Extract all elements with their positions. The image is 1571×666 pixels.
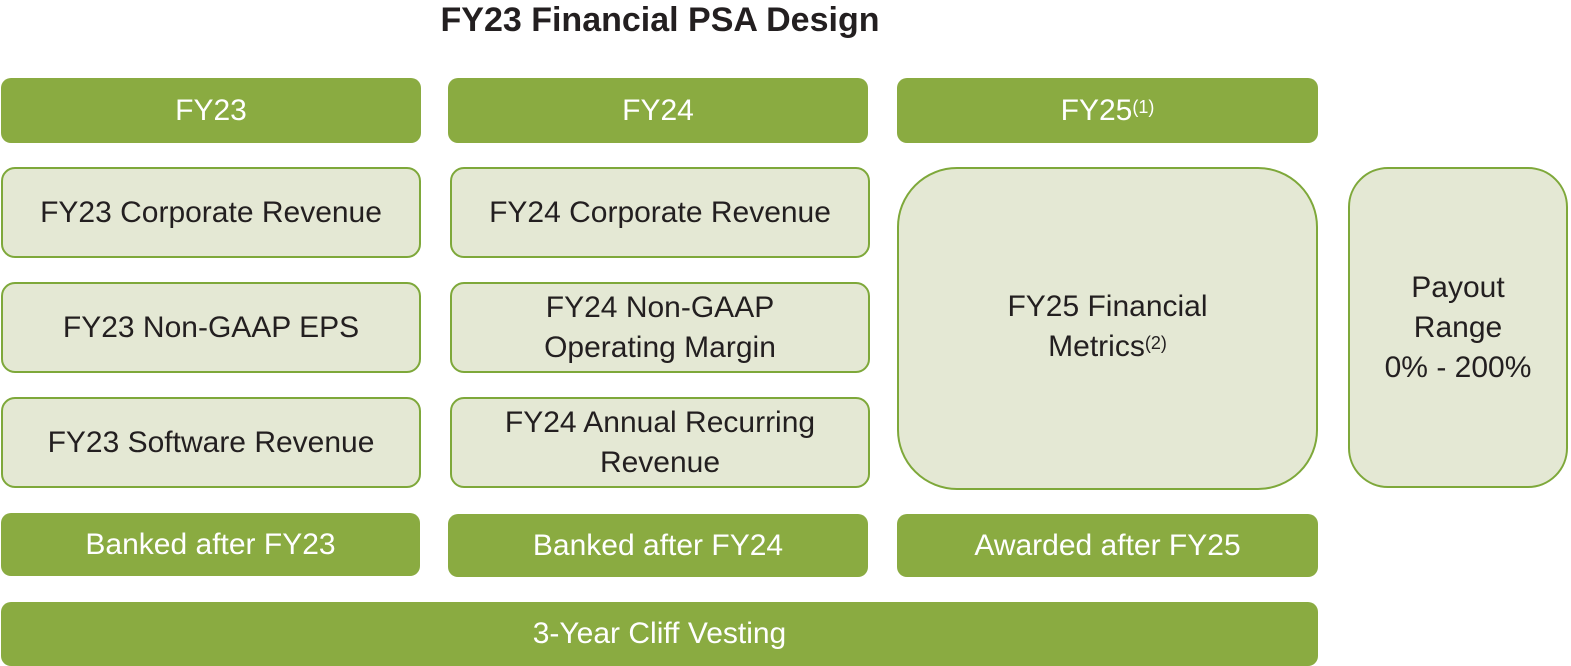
metric-label: FY24 Annual Recurring Revenue	[504, 405, 816, 479]
footer-fy25: Awarded after FY25	[897, 514, 1318, 577]
header-fy25: FY25(1)	[897, 78, 1318, 143]
payout-range-label: Payout Range 0% - 200%	[1384, 270, 1532, 384]
footer-fy23-label: Banked after FY23	[85, 527, 336, 561]
metric-fy23-software-revenue: FY23 Software Revenue	[1, 397, 421, 488]
diagram-title: FY23 Financial PSA Design	[440, 1, 880, 39]
metric-fy23-corporate-revenue: FY23 Corporate Revenue	[1, 167, 421, 258]
metric-label: FY23 Non-GAAP EPS	[62, 310, 360, 344]
header-fy25-label: FY25(1)	[1060, 93, 1155, 127]
metric-fy24-non-gaap-operating-margin: FY24 Non-GAAP Operating Margin	[450, 282, 870, 373]
header-fy23: FY23	[1, 78, 421, 143]
header-fy23-label: FY23	[175, 93, 247, 127]
metric-fy23-non-gaap-eps: FY23 Non-GAAP EPS	[1, 282, 421, 373]
vesting-bar: 3-Year Cliff Vesting	[1, 602, 1318, 666]
payout-range-box: Payout Range 0% - 200%	[1348, 167, 1568, 488]
footer-fy25-label: Awarded after FY25	[974, 528, 1241, 562]
footer-fy24: Banked after FY24	[448, 514, 868, 577]
metric-label: FY24 Non-GAAP Operating Margin	[544, 290, 776, 364]
footer-fy23: Banked after FY23	[1, 513, 420, 576]
footnote-2: (2)	[1144, 332, 1167, 353]
header-fy24: FY24	[448, 78, 868, 143]
metric-label: FY24 Corporate Revenue	[489, 195, 831, 229]
footnote-1: (1)	[1132, 96, 1155, 117]
metric-label: FY25 Financial Metrics(2)	[1007, 289, 1208, 363]
metric-fy25-financial-metrics: FY25 Financial Metrics(2)	[897, 167, 1318, 490]
footer-fy24-label: Banked after FY24	[532, 528, 784, 562]
metric-fy24-corporate-revenue: FY24 Corporate Revenue	[450, 167, 870, 258]
metric-fy24-annual-recurring-revenue: FY24 Annual Recurring Revenue	[450, 397, 870, 488]
metric-label: FY23 Corporate Revenue	[40, 195, 382, 229]
vesting-label: 3-Year Cliff Vesting	[532, 617, 787, 650]
metric-label: FY23 Software Revenue	[47, 425, 375, 459]
header-fy24-label: FY24	[622, 93, 694, 127]
